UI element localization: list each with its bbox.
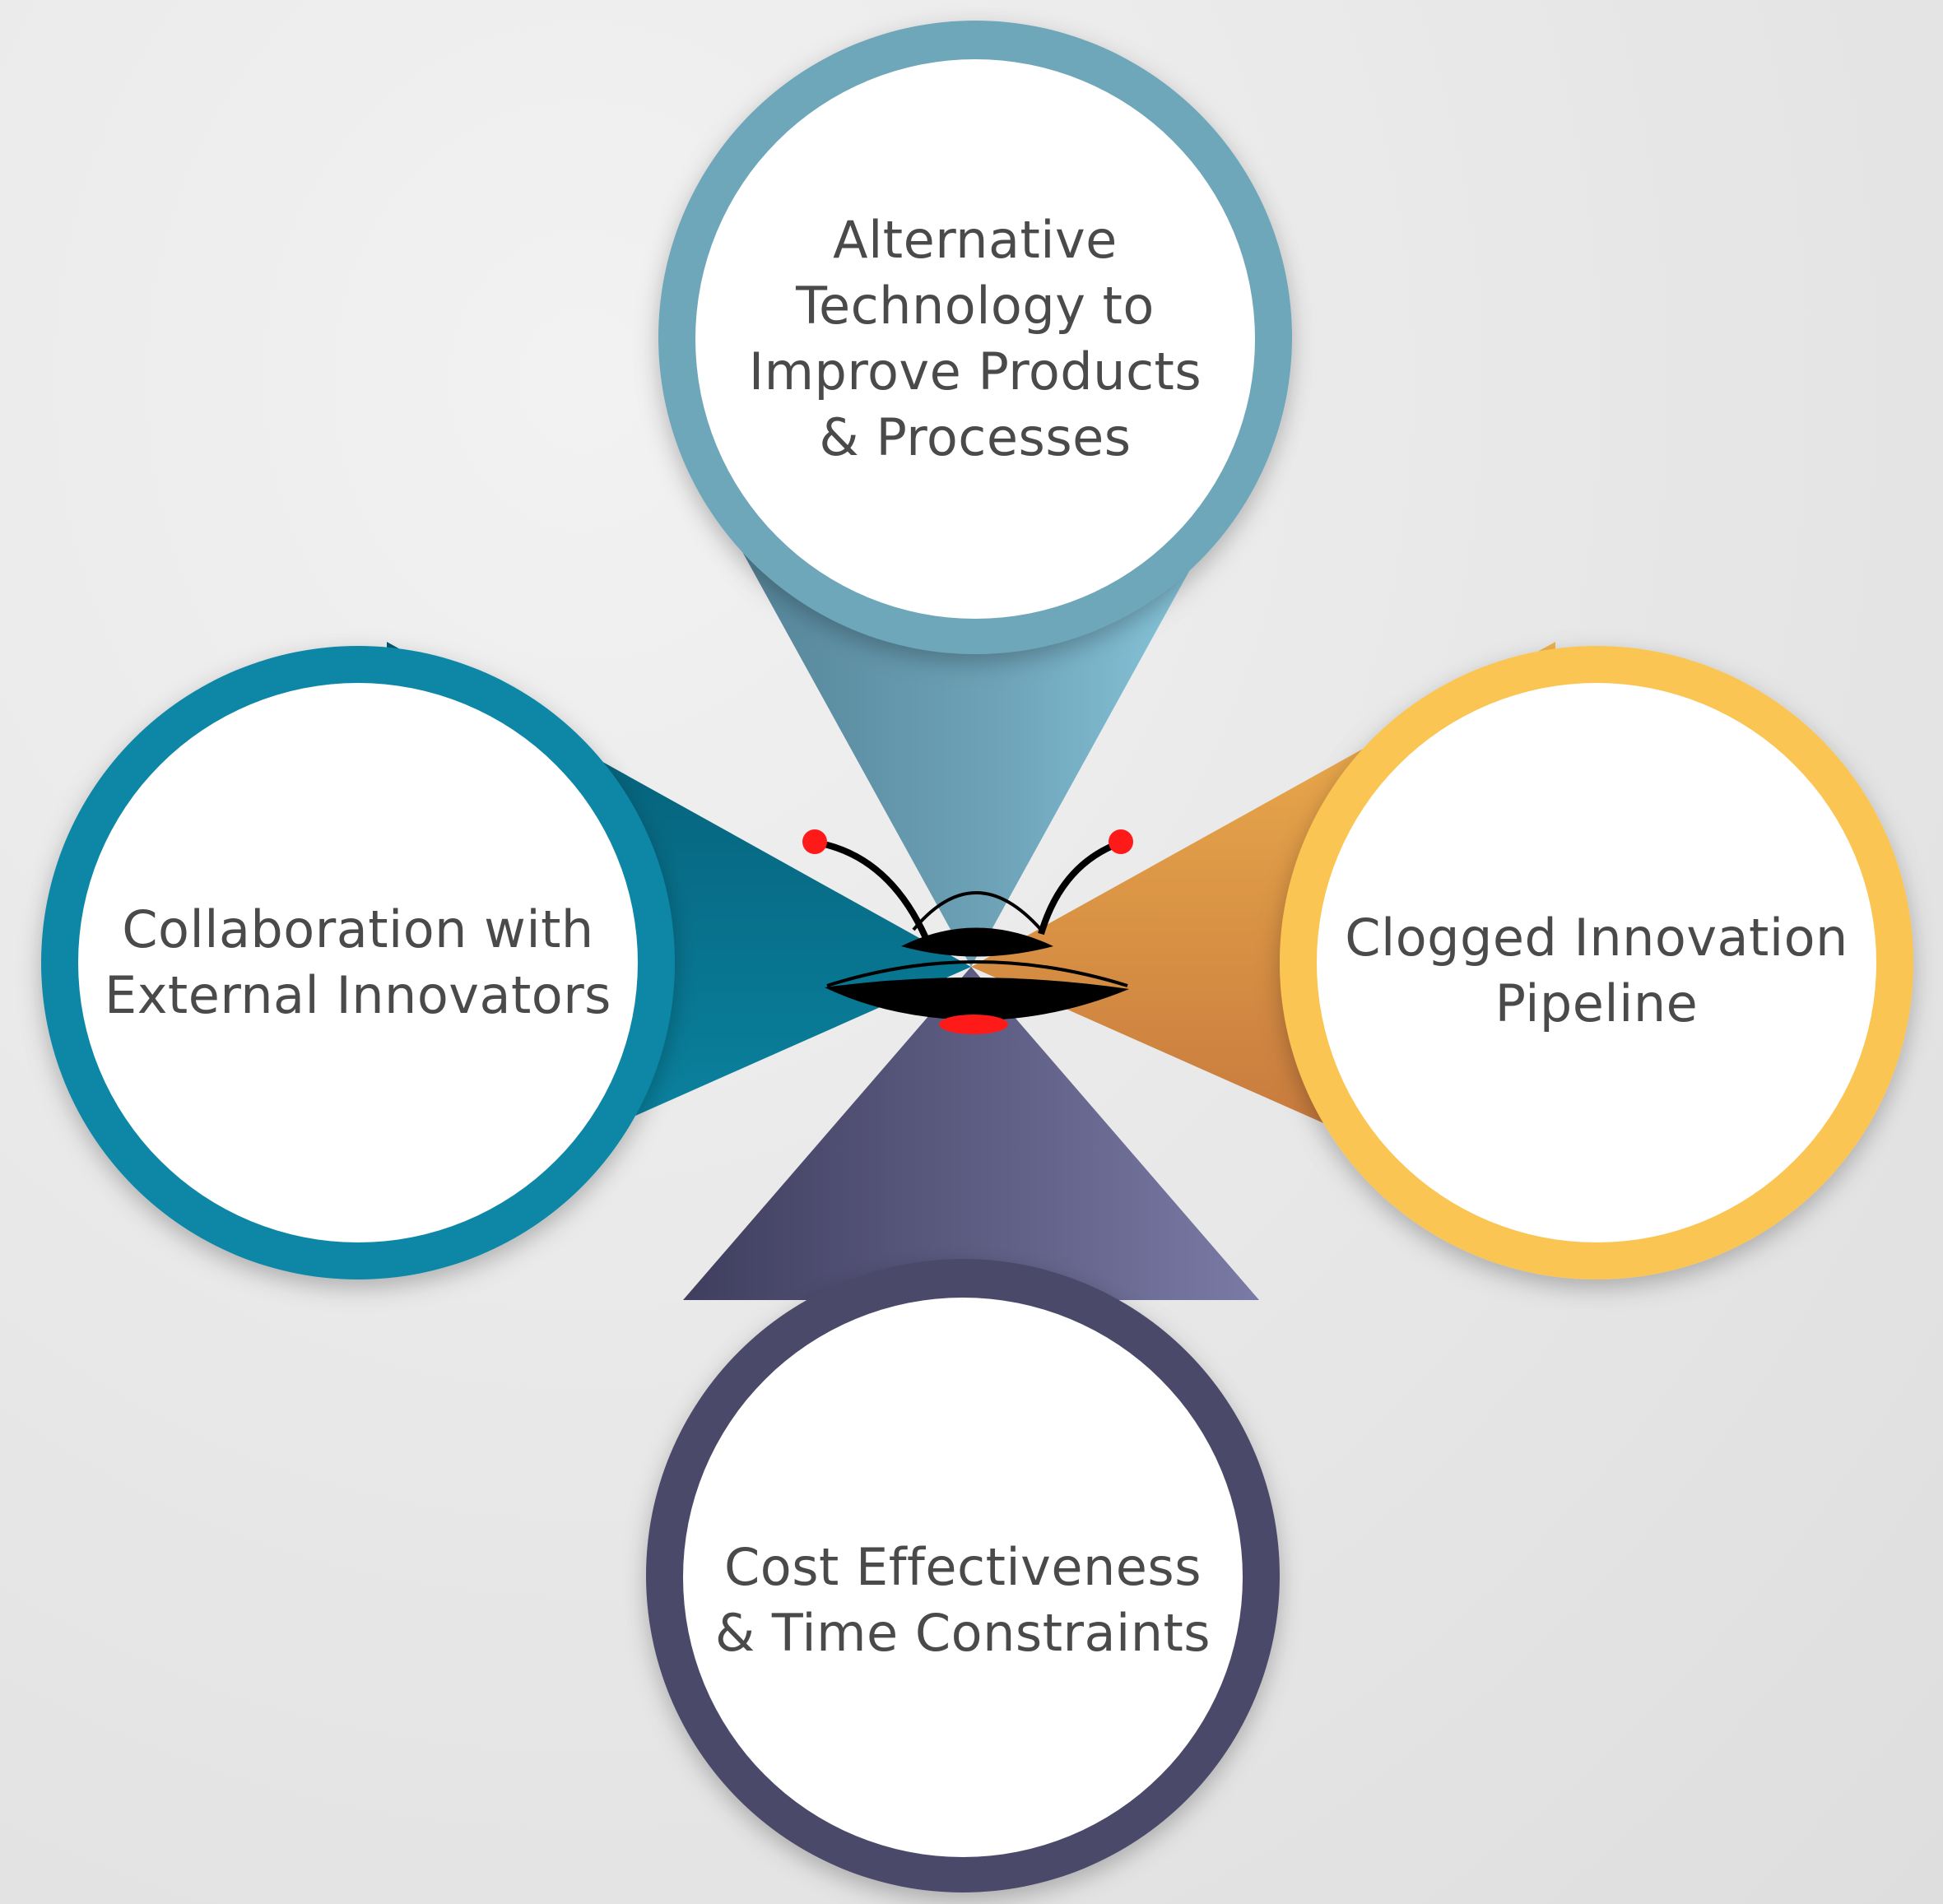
node-right: [1280, 646, 1913, 1279]
node-left: [41, 646, 675, 1279]
flying-saucer-icon: [802, 829, 1133, 1034]
node-left-label-line-2: External Innovators: [105, 965, 611, 1025]
node-left-face: [78, 683, 638, 1242]
node-right-label: Clogged Innovation Pipeline: [1317, 897, 1876, 1045]
node-top-label: Alternative Technology to Improve Produc…: [712, 191, 1239, 487]
node-bottom-label-line-2: & Time Constraints: [714, 1603, 1211, 1663]
saucer-light: [939, 1015, 1008, 1034]
node-top-label-line-1: Alternative: [833, 210, 1118, 270]
node-bottom: [646, 1259, 1280, 1892]
node-right-face: [1317, 683, 1876, 1242]
node-left-label-line-1: Collaboration with: [122, 899, 594, 959]
antenna-light-right: [1109, 829, 1133, 854]
node-top-label-line-3: Improve Products: [748, 341, 1202, 402]
node-bottom-label: Cost Effectiveness & Time Constraints: [687, 1526, 1239, 1674]
cylinder-body-bottom: [683, 967, 1259, 1300]
node-right-label-line-2: Pipeline: [1494, 973, 1699, 1033]
antenna-light-left: [802, 829, 827, 854]
node-bottom-label-line-1: Cost Effectiveness: [723, 1537, 1202, 1597]
node-top: [658, 21, 1292, 654]
node-left-label: Collaboration with External Innovators: [78, 889, 638, 1037]
node-bottom-face: [683, 1298, 1243, 1857]
node-top-face: [695, 59, 1255, 619]
node-right-label-line-1: Clogged Innovation: [1345, 908, 1848, 968]
node-top-label-line-4: & Processes: [819, 407, 1132, 467]
node-top-label-line-2: Technology to: [796, 276, 1155, 336]
